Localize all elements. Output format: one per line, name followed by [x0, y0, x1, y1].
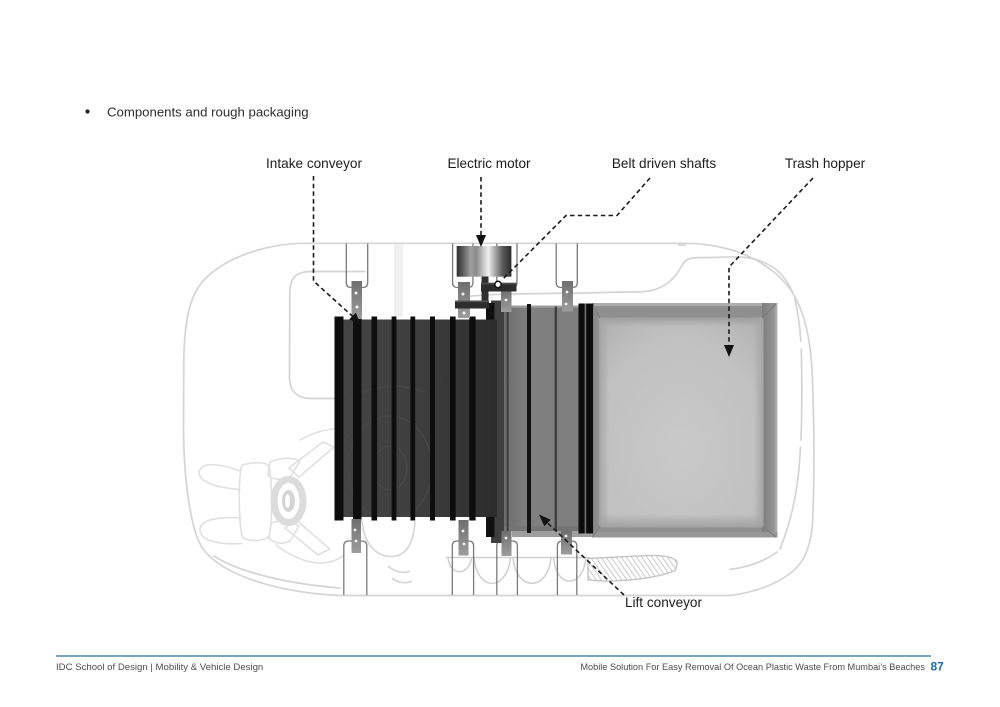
- svg-text:87: 87: [931, 660, 945, 674]
- svg-text:Belt driven shafts: Belt driven shafts: [612, 156, 716, 171]
- svg-text:Electric motor: Electric motor: [447, 156, 531, 171]
- svg-text:Mobile Solution For Easy Remov: Mobile Solution For Easy Removal Of Ocea…: [580, 662, 925, 672]
- svg-text:Intake conveyor: Intake conveyor: [266, 156, 362, 171]
- svg-text:IDC School of Design | Mobilit: IDC School of Design | Mobility & Vehicl…: [56, 662, 263, 673]
- svg-text:Lift conveyor: Lift conveyor: [625, 595, 703, 610]
- svg-text:Components and rough packaging: Components and rough packaging: [107, 105, 309, 120]
- svg-text:Trash hopper: Trash hopper: [785, 156, 866, 171]
